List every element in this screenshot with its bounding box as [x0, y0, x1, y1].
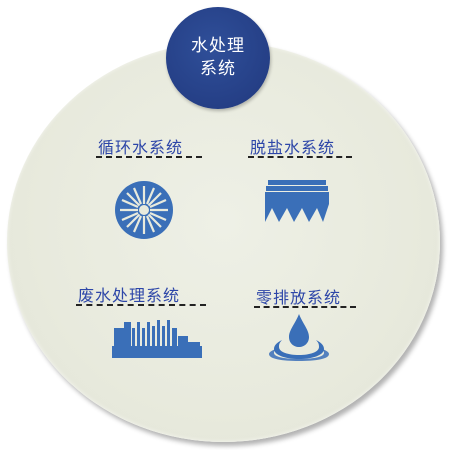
underline-circulating	[96, 156, 202, 158]
water-drop-icon	[269, 314, 329, 361]
underline-wastewater	[76, 304, 206, 306]
title-line-2: 系统	[200, 59, 236, 79]
circulating-fan-icon	[115, 181, 173, 239]
title-text: 水处理 系统	[178, 35, 258, 81]
system-label-desalination: 脱盐水系统	[250, 138, 336, 157]
underline-desalination	[248, 156, 352, 158]
system-label-circulating: 循环水系统	[98, 138, 184, 157]
title-line-1: 水处理	[191, 36, 245, 56]
title-circle: 水处理 系统	[166, 7, 270, 109]
treatment-plant-icon	[112, 320, 202, 358]
underline-zero-discharge	[254, 306, 356, 308]
membrane-icon	[265, 180, 329, 222]
system-label-wastewater: 废水处理系统	[78, 286, 181, 305]
system-label-zero-discharge: 零排放系统	[256, 288, 342, 307]
